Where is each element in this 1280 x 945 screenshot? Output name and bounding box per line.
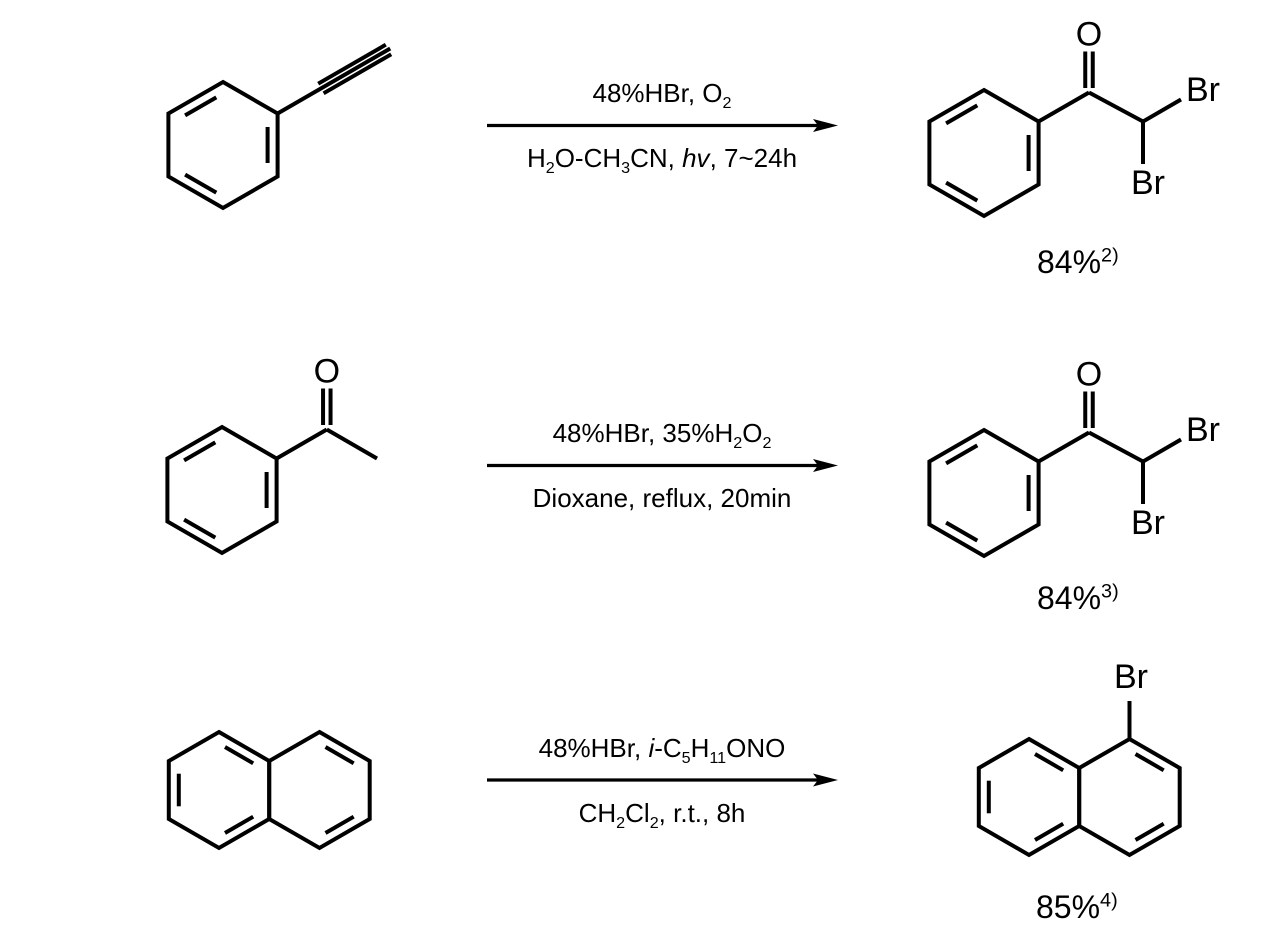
reaction-arrow (485, 771, 840, 789)
bond (1088, 430, 1144, 464)
bond (275, 427, 328, 461)
bond (1037, 430, 1090, 464)
bromine-label: Br (1131, 504, 1165, 542)
conditions-above: 48%HBr, O2 (592, 78, 732, 113)
yield-label: 84%2) (1037, 244, 1119, 280)
benzene-ring (927, 428, 1041, 558)
reference-superscript: 3) (1101, 580, 1119, 603)
oxygen-label: O (314, 353, 340, 391)
bromine-label: Br (1114, 658, 1148, 696)
conditions-below: Dioxane, reflux, 20min (532, 483, 792, 513)
oxygen-label: O (1076, 16, 1102, 54)
benzene-ring (165, 425, 279, 555)
oxygen-label: O (1076, 356, 1102, 394)
bond (1141, 437, 1183, 464)
alkyne-bond-center (276, 46, 392, 116)
naphthalene-ring (976, 737, 1182, 857)
dibromoacetophenone-structure: O Br Br (927, 356, 1220, 558)
conditions-above: 48%HBr, i-C5H11ONO (538, 733, 786, 768)
alkyne-bond-flank (317, 42, 387, 86)
conditions-below: CH2Cl2, r.t., 8h (578, 798, 746, 833)
reference-superscript: 4) (1100, 889, 1118, 912)
bromine-label: Br (1186, 411, 1220, 449)
bromine-label: Br (1186, 71, 1220, 109)
acetophenone-structure: O (165, 353, 379, 555)
reaction-arrow (485, 117, 840, 134)
yield-value: 84% (1037, 244, 1102, 280)
benzene-ring (166, 80, 280, 210)
conditions-below: H2O-CH3CN, hv, 7~24h (526, 143, 798, 178)
reference-superscript: 2) (1101, 244, 1119, 267)
naphthalene-structure (166, 730, 372, 850)
yield-label: 85%4) (1036, 889, 1118, 925)
bond (1088, 90, 1144, 124)
reaction-arrow (485, 457, 840, 474)
yield-label: 84%3) (1037, 580, 1119, 616)
yield-value: 85% (1036, 889, 1101, 925)
benzene-ring (927, 88, 1041, 218)
alkyne-bond-flank (322, 52, 393, 96)
bromonaphthalene-structure: Br (976, 658, 1182, 857)
methyl-bond (325, 427, 379, 461)
dibromoacetophenone-structure: O Br Br (927, 16, 1220, 218)
bond (1141, 97, 1183, 124)
conditions-above: 48%HBr, 35%H2O2 (552, 418, 772, 453)
yield-value: 84% (1037, 580, 1102, 616)
phenylacetylene-structure (166, 42, 393, 210)
bromine-label: Br (1131, 164, 1165, 202)
bond (1037, 90, 1090, 124)
